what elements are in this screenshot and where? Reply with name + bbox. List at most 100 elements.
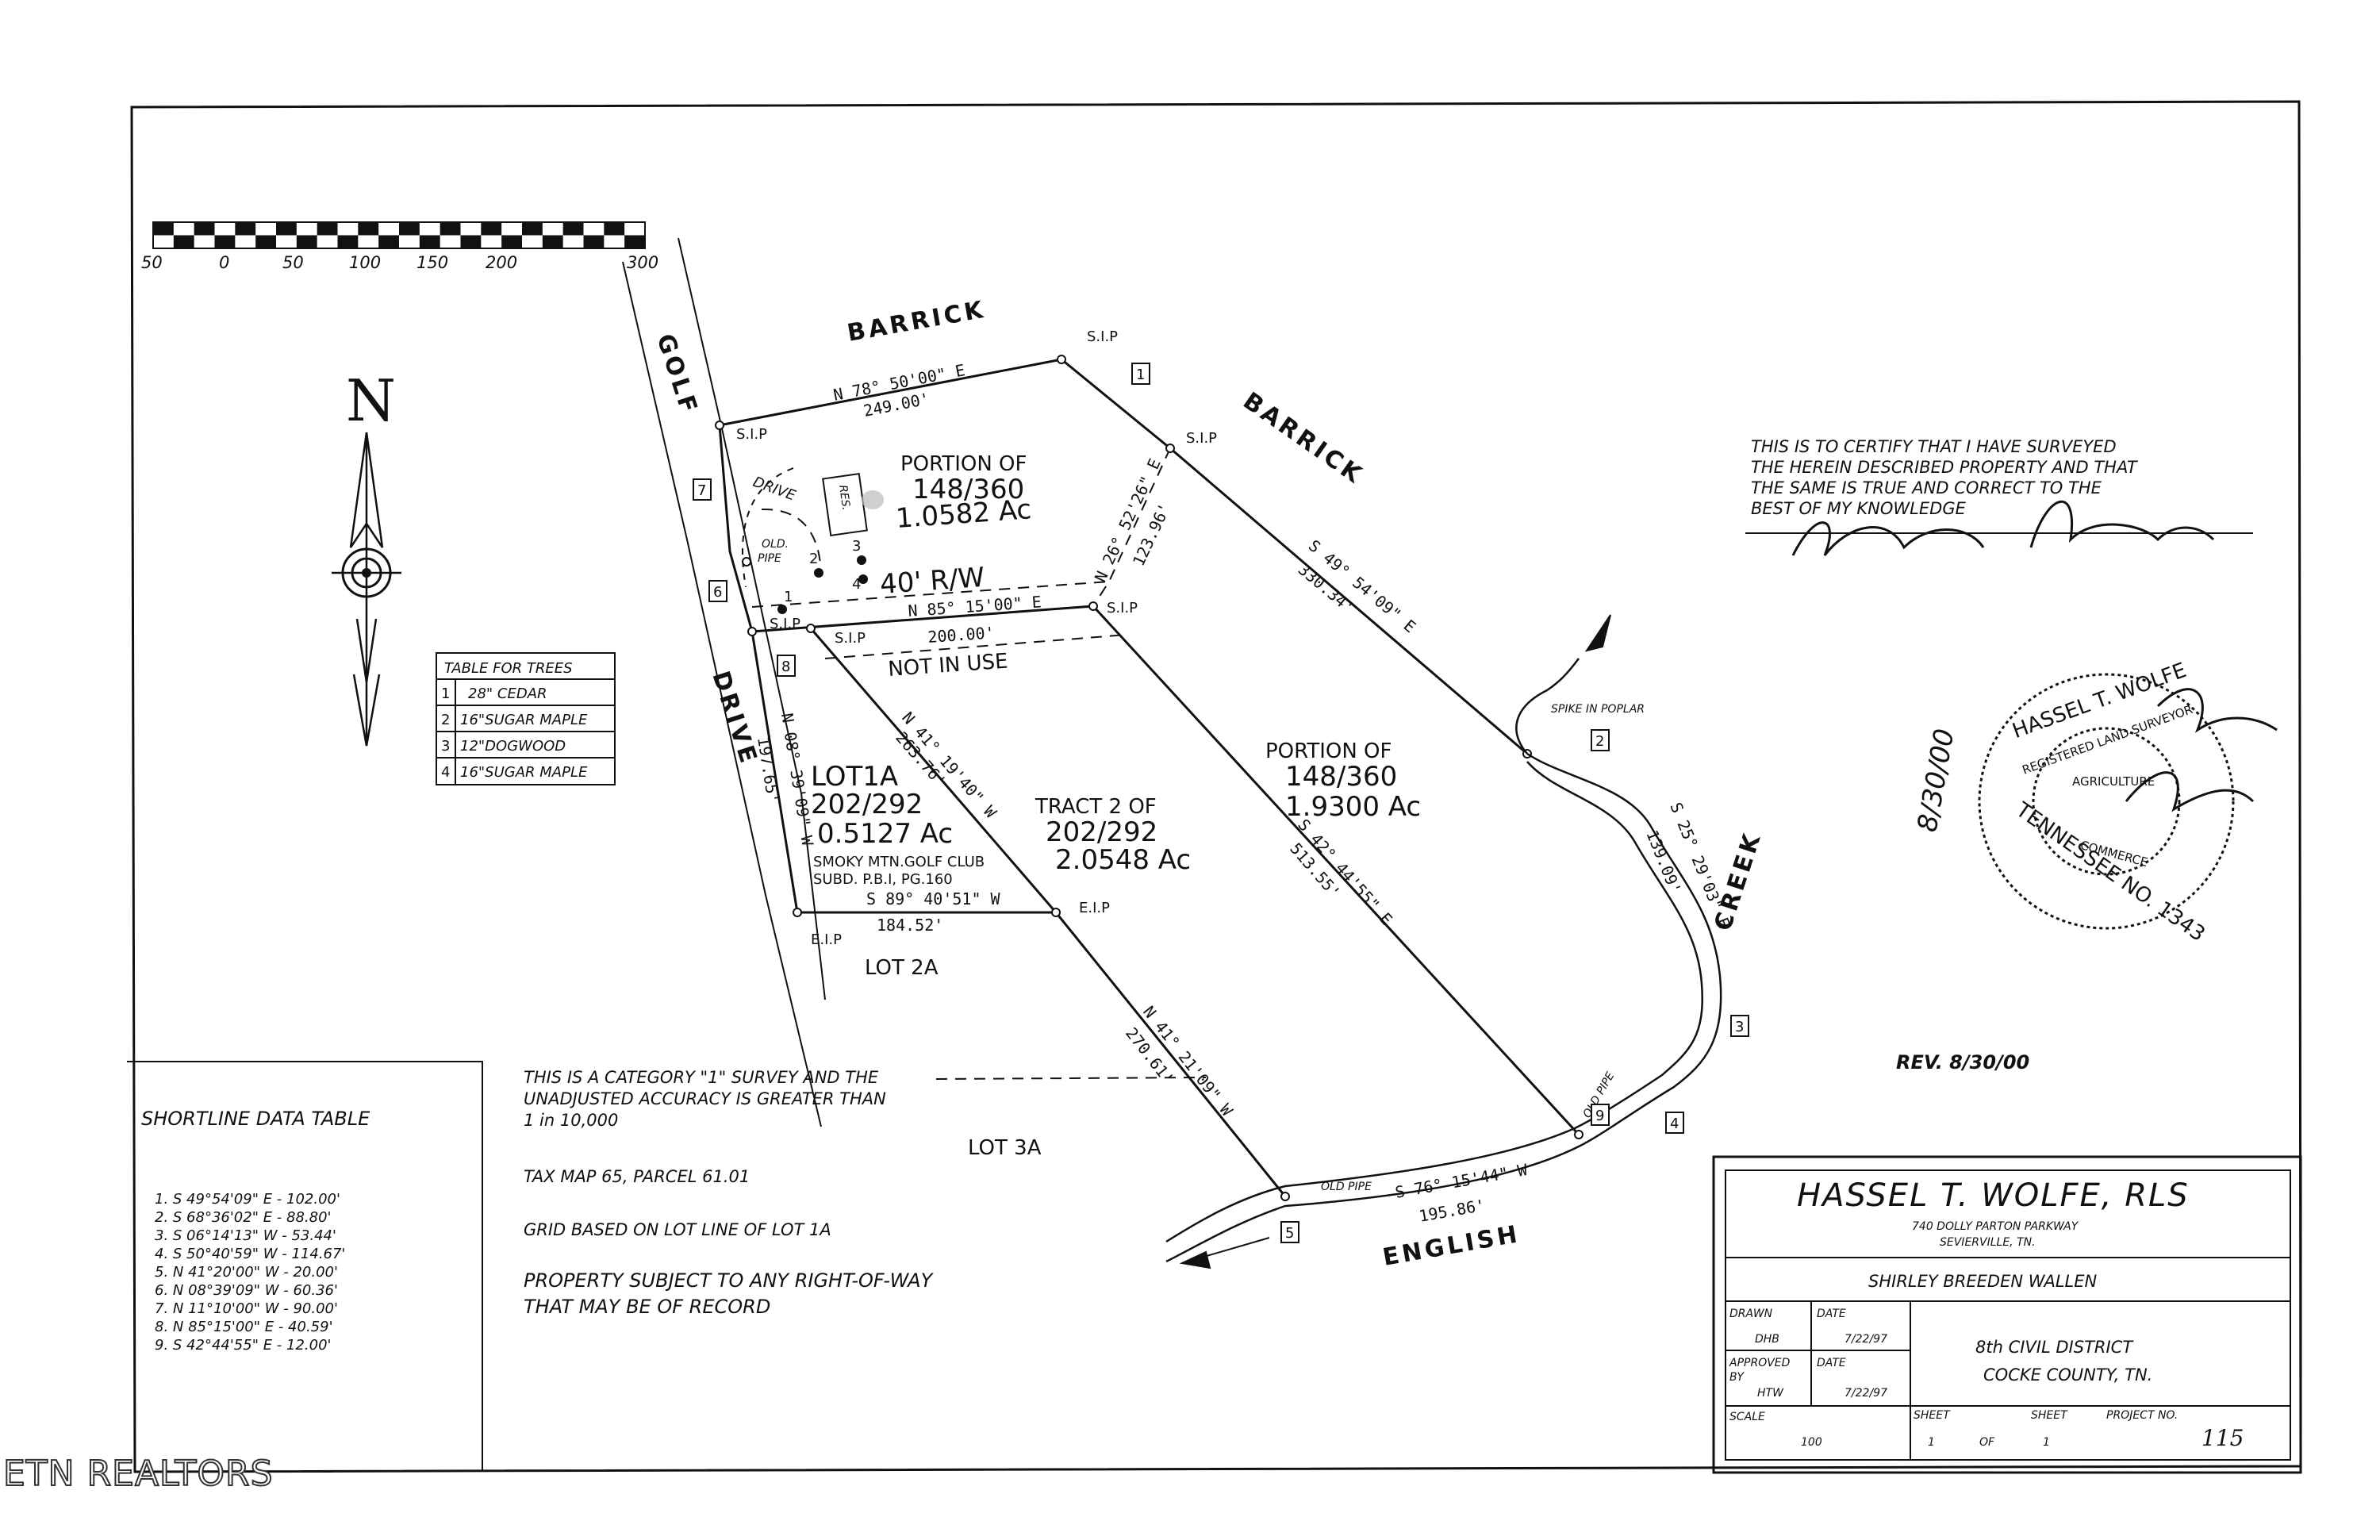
lot-3a-label: LOT 3A: [968, 1136, 1042, 1160]
tree-point-label: 2: [809, 551, 818, 567]
shortline-row: 2. S 68°36'02" E - 88.80': [155, 1209, 332, 1226]
certify-line: BEST OF MY KNOWLEDGE: [1751, 499, 1967, 518]
tree-points: 2 3 4 1: [777, 538, 868, 614]
scale-check: [440, 222, 461, 236]
lot-2a-label: LOT 2A: [865, 956, 939, 980]
tree-row-name: 16"SUGAR MAPLE: [460, 712, 588, 728]
marker-number: 7: [697, 482, 706, 499]
road-label-english: ENGLISH: [1380, 1220, 1522, 1272]
note-taxmap: TAX MAP 65, PARCEL 61.01: [524, 1167, 750, 1186]
arrow-north-icon: [1584, 614, 1611, 652]
scale-check: [153, 222, 174, 236]
distance: 139.09': [1642, 828, 1685, 897]
project-number: 115: [2202, 1425, 2244, 1451]
bearing: S 89° 40'51" W: [866, 889, 1001, 908]
drawn-label: DRAWN: [1729, 1308, 1773, 1320]
residence-label: RES.: [836, 484, 852, 511]
survey-notes: THIS IS A CATEGORY "1" SURVEY AND THE UN…: [524, 1068, 935, 1318]
driveway: [742, 467, 794, 588]
north-label: N: [346, 367, 396, 434]
old-pipe-label: OLD PIPE: [1321, 1181, 1372, 1193]
shortline-row: 9. S 42°44'55" E - 12.00': [155, 1337, 332, 1354]
marker-number: 6: [713, 584, 722, 601]
scale-value: 100: [1801, 1436, 1822, 1449]
golf-drive-road: [622, 237, 826, 1127]
surveyor-city: SEVIERVILLE, TN.: [1940, 1236, 2036, 1249]
approved-by-label: BY: [1729, 1371, 1745, 1384]
scale-check: [235, 222, 256, 236]
tree-table-title: TABLE FOR TREES: [444, 660, 573, 677]
note-category: UNADJUSTED ACCURACY IS GREATER THAN: [524, 1089, 886, 1108]
seal-signature: [2125, 688, 2278, 812]
scale-check: [255, 235, 276, 248]
sip-label: S.I.P: [736, 426, 767, 443]
parcel-title: PORTION OF: [1265, 739, 1392, 763]
scale-tick: 50: [282, 253, 304, 272]
scale-check: [194, 222, 215, 236]
scale-tick: 100: [349, 253, 381, 272]
shortline-row: 4. S 50°40'59" W - 114.67': [155, 1246, 345, 1262]
scale-check: [583, 235, 605, 248]
scale-tick: 150: [416, 253, 448, 272]
parcel-boundaries: [718, 358, 1580, 1197]
county: COCKE COUNTY, TN.: [1983, 1365, 2152, 1384]
scale-check: [378, 235, 399, 248]
scale-check: [501, 235, 522, 248]
parcel-subdivision: SUBD. P.B.I, PG.160: [813, 871, 953, 888]
scale-tick: 0: [219, 253, 229, 272]
surveyor-address: 740 DOLLY PARTON PARKWAY: [1912, 1220, 2079, 1233]
sip-label: S.I.P: [1107, 600, 1138, 616]
scale-check: [337, 235, 359, 248]
title-block: HASSEL T. WOLFE, RLS 740 DOLLY PARTON PA…: [1712, 1155, 2302, 1474]
tree-row-name: 28" CEDAR: [468, 686, 547, 702]
parcel-area: 1.9300 Ac: [1285, 791, 1421, 823]
parcel-area: 0.5127 Ac: [817, 818, 953, 850]
surveyor-seal: HASSEL T. WOLFE REGISTERED LAND SURVEYOR…: [1911, 659, 2278, 947]
tree-row-number: 2: [441, 712, 450, 728]
tree-point-label: 3: [852, 538, 861, 555]
scale-check: [296, 235, 317, 248]
note-grid: GRID BASED ON LOT LINE OF LOT 1A: [524, 1220, 831, 1239]
right-of-way-lines: [751, 447, 1207, 1080]
certification: THIS IS TO CERTIFY THAT I HAVE SURVEYED …: [1745, 437, 2253, 556]
parcel-area: 2.0548 Ac: [1055, 844, 1191, 876]
road-label-barrick: BARRICK: [845, 296, 988, 348]
seal-inner: AGRICULTURE: [2072, 774, 2155, 789]
approved-label: APPROVED: [1729, 1357, 1791, 1369]
shortline-row: 8. N 85°15'00" E - 40.59': [155, 1319, 333, 1335]
north-arrow: N: [332, 367, 401, 747]
road-label-barrick: BARRICK: [1238, 387, 1368, 490]
scale-check: [604, 222, 625, 236]
date-label: DATE: [1817, 1357, 1846, 1369]
road-label-golf: GOLF: [651, 331, 703, 419]
approved-date: 7/22/97: [1844, 1387, 1887, 1400]
marker-number: 9: [1595, 1108, 1604, 1124]
shortline-row: 3. S 06°14'13" W - 53.44': [155, 1227, 336, 1244]
north-arrow-icon: [349, 432, 368, 548]
distance: 200.00': [927, 623, 996, 647]
approved-by: HTW: [1757, 1387, 1784, 1400]
note-category: 1 in 10,000: [524, 1111, 618, 1130]
seal-license: TENNESSEE NO. 1343: [2011, 797, 2209, 947]
sheet-number: 1: [1928, 1436, 1935, 1449]
old-pipe-label: PIPE: [758, 552, 781, 565]
distance: 197.65': [754, 735, 783, 805]
shortline-table: SHORTLINE DATA TABLE 1. S 49°54'09" E - …: [127, 1061, 483, 1472]
shortline-row: 1. S 49°54'09" E - 102.00': [155, 1191, 340, 1208]
parcel-lot1a: LOT1A 202/292 0.5127 Ac SMOKY MTN.GOLF C…: [811, 761, 985, 888]
scale-tick: 50: [141, 253, 163, 272]
scale-check: [419, 235, 440, 248]
parcel-title: LOT1A: [811, 761, 898, 793]
scale-check: [358, 222, 379, 236]
parcel-portion-b: PORTION OF 148/360 1.9300 Ac: [1265, 739, 1421, 823]
not-in-use-label: NOT IN USE: [887, 649, 1008, 681]
corner-markers: 1 2 3 4 5 6 7 8 9: [693, 363, 1749, 1243]
parcel-ref: 202/292: [1046, 816, 1157, 848]
of-label: OF: [1979, 1436, 1995, 1449]
parcel-title: TRACT 2 OF: [1035, 795, 1157, 819]
sip-label: S.I.P: [1087, 328, 1118, 345]
arrow-south-icon: [1179, 1250, 1211, 1269]
note-row: THAT MAY BE OF RECORD: [524, 1296, 770, 1318]
parcel-ref: 148/360: [912, 474, 1024, 505]
